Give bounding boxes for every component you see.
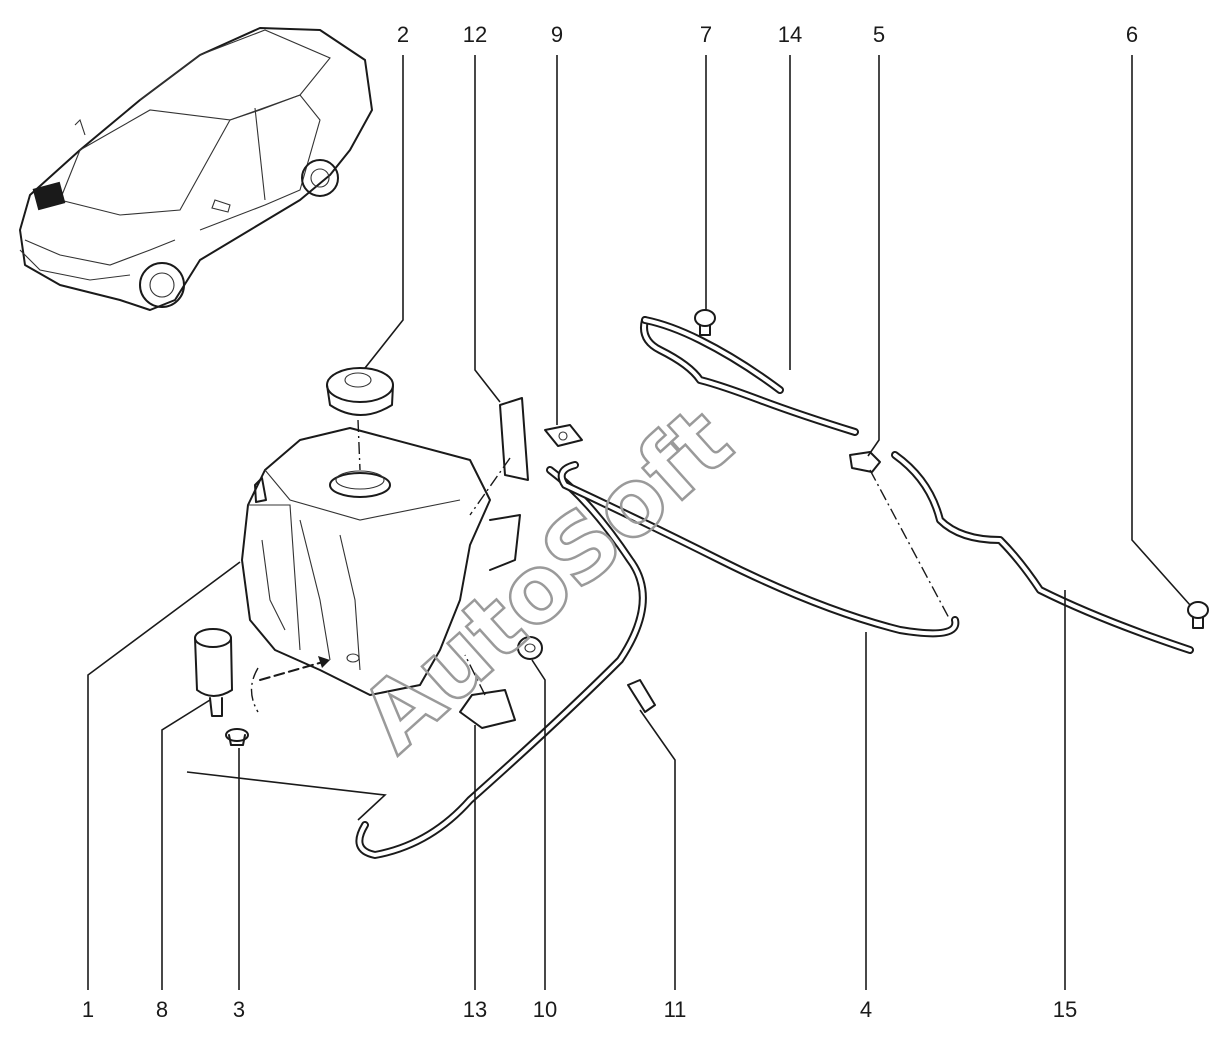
callout-3: 3 (233, 997, 245, 1022)
clip-7 (694, 309, 716, 336)
callout-2: 2 (397, 22, 409, 47)
callout-5: 5 (873, 22, 885, 47)
hose-grommet-lower (517, 636, 543, 660)
callout-8: 8 (156, 997, 168, 1022)
clip-6 (1187, 601, 1209, 629)
callout-14: 14 (778, 22, 802, 47)
callout-13: 13 (463, 997, 487, 1022)
reservoir-pad (459, 689, 516, 729)
callout-11: 11 (664, 997, 687, 1022)
pump-grommet (225, 728, 249, 746)
tee-connector (849, 451, 881, 473)
callout-7: 7 (700, 22, 712, 47)
callout-10: 10 (533, 997, 557, 1022)
callout-12: 12 (463, 22, 487, 47)
callout-labels: 1 2 3 4 5 6 7 8 9 10 11 12 13 14 15 (82, 22, 1138, 1022)
callout-9: 9 (551, 22, 563, 47)
washer-reservoir (241, 427, 521, 696)
hose-15 (891, 451, 1194, 654)
hose-reservoir-to-front (355, 466, 647, 859)
nozzle-11 (627, 679, 656, 713)
callout-1: 1 (82, 997, 94, 1022)
washer-pump (194, 628, 233, 717)
callout-15: 15 (1053, 997, 1077, 1022)
callout-4: 4 (860, 997, 872, 1022)
watermark-text: AutoSoft (340, 387, 751, 773)
reservoir-location-marker (32, 181, 66, 211)
leader-lines (87, 55, 1191, 990)
filler-cap (326, 367, 394, 416)
hose-4 (557, 461, 960, 638)
hose-14 (640, 316, 859, 436)
callout-6: 6 (1126, 22, 1138, 47)
hose-grommet-upper (544, 424, 583, 447)
seal-strip (499, 397, 529, 481)
car-overview-illustration (19, 27, 373, 311)
